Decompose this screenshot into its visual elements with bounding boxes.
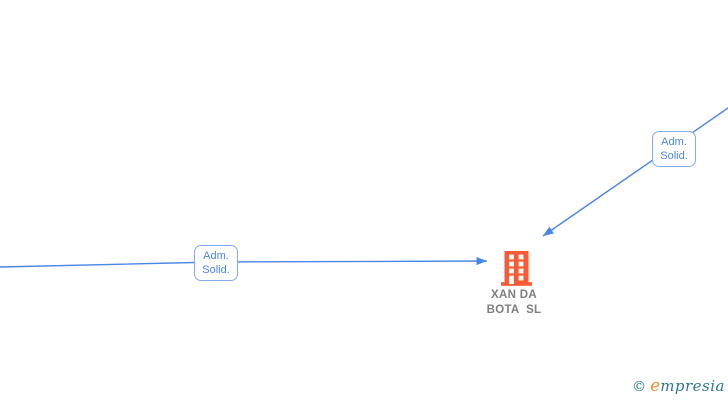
- brand-logo-first-letter: e: [650, 376, 661, 396]
- brand-logo-text: mpresia: [660, 377, 725, 395]
- edge-line-left: [0, 256, 488, 268]
- copyright-symbol: ©: [632, 379, 647, 395]
- empresia-watermark: ©empresia: [632, 376, 725, 396]
- company-name: XAN DA BOTA SL: [454, 288, 574, 318]
- company-name-line1: XAN DA: [491, 289, 537, 301]
- company-name-line2: BOTA SL: [486, 304, 542, 316]
- edge-label-line2: Solid.: [202, 264, 230, 276]
- edge-label-line1: Adm.: [203, 250, 229, 262]
- edge-label-line1: Adm.: [661, 136, 687, 148]
- edge-label-line2: Solid.: [660, 150, 688, 162]
- edge-label-adm-solid-right[interactable]: Adm. Solid.: [652, 131, 696, 167]
- building-icon[interactable]: [501, 251, 532, 286]
- edge-label-adm-solid-left[interactable]: Adm. Solid.: [194, 245, 238, 281]
- edge-line-top-right: [542, 107, 728, 237]
